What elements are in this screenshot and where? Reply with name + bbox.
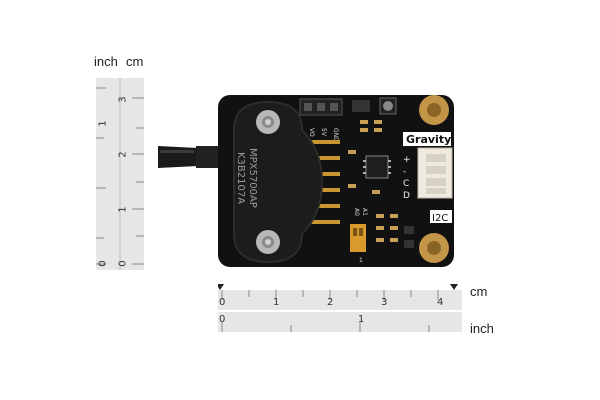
pin-header [299,98,343,116]
switch-label-a0: A0 [353,208,360,216]
sensor-batch-text: K3B2107A [235,152,246,204]
switch-number: 1 [359,257,363,264]
connector-pin-d: D [403,191,410,201]
connector-pin-c: C [403,179,409,189]
pin-label-vo: VO [308,128,315,137]
mounting-hole-bottom-icon [419,233,449,263]
left-ruler-cm-label: cm [126,54,144,69]
brand-label: Gravity [406,133,451,146]
connector-pin-minus: - [403,167,406,177]
sensor-model-text: MPX5700AP [247,148,258,208]
screw-bottom-icon [256,230,280,254]
bottom-ruler: 0 1 2 3 4 0 1 cm inch [218,284,494,336]
left-cm-mark-2: 2 [117,151,129,158]
left-ruler-inch-label: inch [94,54,118,69]
mounting-hole-top-icon [419,95,449,125]
left-cm-mark-1: 1 [117,206,129,213]
bottom-ruler-cm-label: cm [470,284,488,299]
left-cm-mark-3: 3 [117,96,129,103]
bottom-cm-mark-1: 1 [273,297,280,308]
left-inch-mark-0: 0 [97,260,109,267]
left-ruler: inch cm 1 0 3 2 1 0 [94,54,144,270]
gravity-label-bg [403,132,451,146]
pressure-sensor-board: VO 5V GND MPX5700AP K3B2107A Gravity [158,95,454,267]
left-cm-mark-0: 0 [117,260,129,267]
bottom-cm-mark-4: 4 [437,297,444,308]
gravity-connector [417,147,453,199]
left-ruler-scale [96,78,144,270]
dip-switch [350,224,366,252]
screw-top-icon [256,110,280,134]
pin-label-5v: 5V [320,128,327,137]
interface-label: I2C [432,213,448,224]
connector-pin-plus: + [403,155,411,165]
bottom-cm-mark-3: 3 [381,297,388,308]
left-inch-mark-1: 1 [97,120,109,127]
bottom-cm-mark-2: 2 [327,297,334,308]
hose-barb [158,146,220,168]
i2c-label-bg [430,210,452,223]
bottom-inch-mark-1: 1 [358,314,365,325]
bottom-inch-mark-0: 0 [219,314,226,325]
switch-label-a1: A1 [361,208,368,216]
bottom-ruler-inch-label: inch [470,321,494,336]
bottom-cm-mark-0: 0 [219,297,226,308]
bottom-ruler-scale [218,284,462,332]
pin-label-gnd: GND [332,128,339,142]
pressure-sensor [233,100,324,264]
